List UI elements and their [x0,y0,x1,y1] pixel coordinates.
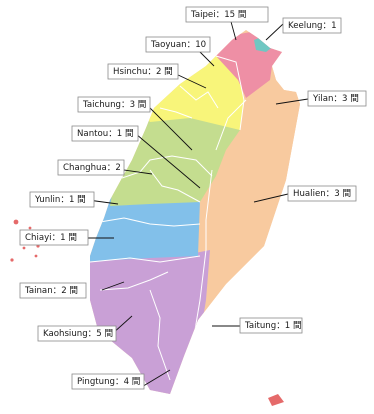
label-hualien: Hualien：3 間 [287,185,357,202]
label-yunlin: Yunlin：1 間 [29,191,95,208]
label-chiayi-text: Chiayi：1 間 [25,232,77,243]
label-chiayi: Chiayi：1 間 [19,229,89,246]
label-taitung-text: Taitung：1 間 [244,320,302,331]
label-tainan: Tainan：2 間 [19,282,87,299]
label-tainan-text: Tainan：2 間 [24,285,78,296]
label-kaohsiung-text: Kaohsiung：5 間 [43,328,113,339]
region-keelung [254,36,274,52]
region-north-yellow [140,56,244,130]
label-pingtung-text: Pingtung：4 間 [77,376,140,387]
label-taitung: Taitung：1 間 [239,317,303,334]
label-yilan-text: Yilan：3 間 [312,93,359,104]
label-taipei: Taipei：15 間 [185,6,269,23]
label-keelung: Keelung：1 [282,17,342,34]
label-nantou-text: Nantou：1 間 [77,128,134,139]
label-hsinchu-text: Hsinchu：2 間 [113,66,173,77]
label-hsinchu: Hsinchu：2 間 [107,63,179,80]
region-central [110,116,240,206]
label-yunlin-text: Yunlin：1 間 [34,194,86,205]
label-kaohsiung: Kaohsiung：5 間 [37,325,117,342]
label-changhua: Changhua：2 [57,159,125,176]
region-yunlin-chiayi [90,196,200,262]
label-changhua-text: Changhua：2 [63,163,121,173]
label-pingtung: Pingtung：4 間 [71,373,145,390]
label-keelung-text: Keelung：1 [288,21,337,31]
label-hualien-text: Hualien：3 間 [293,188,351,199]
label-taipei-text: Taipei：15 間 [190,9,246,20]
label-taichung: Taichung：3 間 [77,96,151,113]
label-taichung-text: Taichung：3 間 [82,99,146,110]
label-yilan: Yilan：3 間 [307,90,367,107]
label-taoyuan: Taoyuan：10 [145,36,211,53]
label-nantou: Nantou：1 間 [71,125,139,142]
label-taoyuan-text: Taoyuan：10 [150,40,206,50]
